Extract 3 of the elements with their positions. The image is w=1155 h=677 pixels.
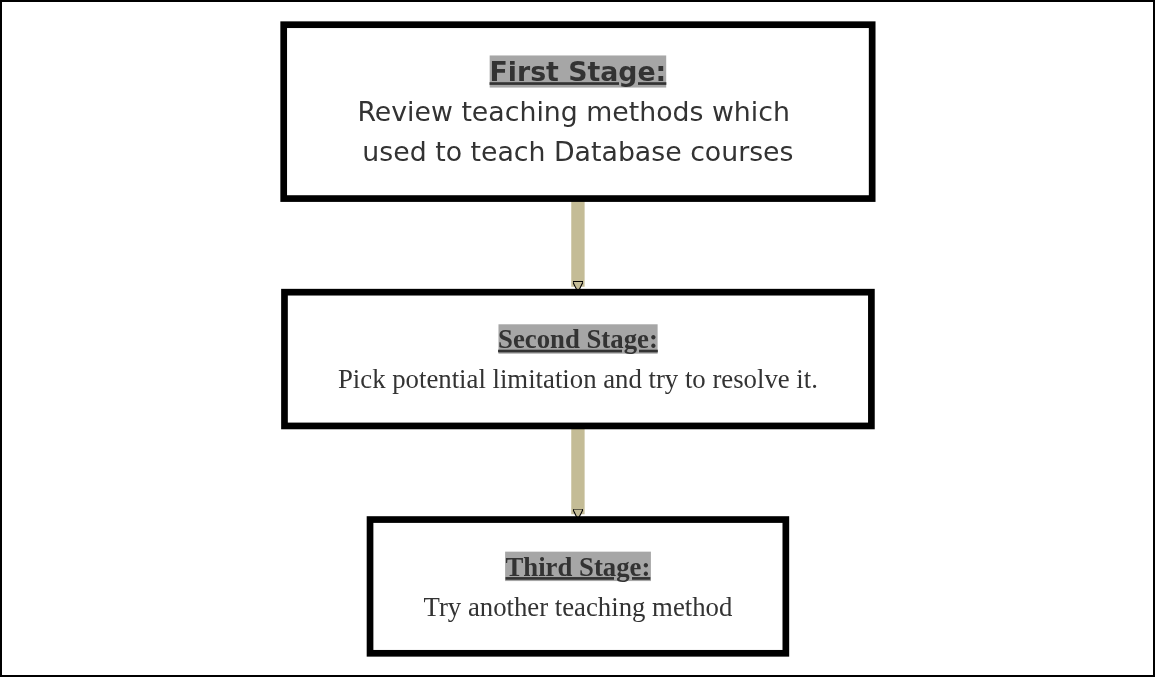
- node-box: Third Stage: Try another teaching method: [366, 515, 789, 657]
- node-box: Second Stage: Pick potential limitation and try to resolve it.: [280, 288, 875, 429]
- node-box: First Stage: Review teaching methods which used to teach Database courses: [279, 20, 876, 202]
